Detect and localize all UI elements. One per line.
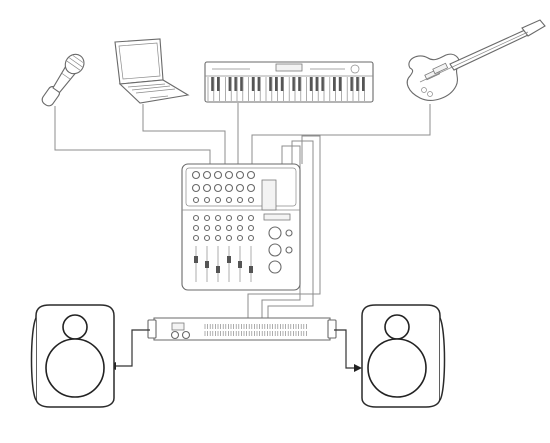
left-speaker xyxy=(30,304,115,408)
amplifier-icon xyxy=(147,317,337,341)
laptop-icon xyxy=(114,38,190,104)
cable-mixer-to-amplifier-2 xyxy=(267,140,314,318)
right-speaker xyxy=(361,304,446,408)
arrow-to-right-speaker xyxy=(354,364,362,372)
mixer-icon xyxy=(181,163,301,291)
cable-amplifier-to-right-speaker xyxy=(334,329,356,369)
electric-guitar-icon xyxy=(406,19,546,101)
keyboard-icon xyxy=(204,61,374,103)
cable-microphone-to-mixer xyxy=(54,106,211,164)
cable-amplifier-to-left-speaker xyxy=(114,329,150,367)
cable-laptop-to-mixer xyxy=(142,104,226,164)
cable-mixer-to-amplifier-3 xyxy=(247,135,321,318)
cable-guitar-to-mixer xyxy=(251,104,431,164)
microphone-icon xyxy=(41,53,85,107)
